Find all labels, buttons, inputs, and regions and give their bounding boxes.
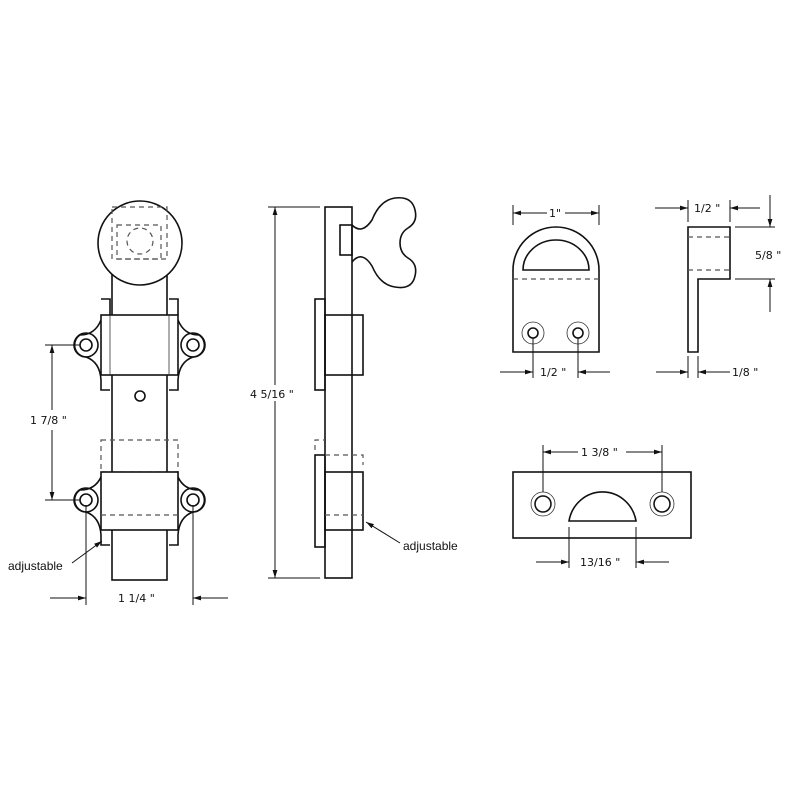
side-view: 4 5/16 " adjustable xyxy=(248,196,458,579)
dim-keeper-holes: 1/2 " xyxy=(540,366,566,379)
dim-1-7-8: 1 7/8 " xyxy=(30,414,67,427)
dim-1-1-4: 1 1/4 " xyxy=(118,592,155,605)
adjustable-label-front: adjustable xyxy=(8,559,63,573)
dim-keeper-depth: 1/2 " xyxy=(694,202,720,215)
dim-strike-opening: 13/16 " xyxy=(580,556,620,569)
keeper-front-view: 1" 1/2 " xyxy=(500,205,610,379)
keeper-side-view: 1/2 " 5/8 " 1/8 " xyxy=(655,195,781,379)
dim-1-inch: 1" xyxy=(549,207,561,220)
adjustable-label-side: adjustable xyxy=(403,539,458,553)
dim-strike-holes: 1 3/8 " xyxy=(581,446,618,459)
dim-keeper-height: 5/8 " xyxy=(755,249,781,262)
dim-4-5-16: 4 5/16 " xyxy=(250,388,294,401)
front-view: 1 7/8 " 1 1/4 " adjustable xyxy=(8,200,228,605)
strike-plate-view: 1 3/8 " 13/16 " xyxy=(512,445,692,569)
dim-keeper-thickness: 1/8 " xyxy=(732,366,758,379)
